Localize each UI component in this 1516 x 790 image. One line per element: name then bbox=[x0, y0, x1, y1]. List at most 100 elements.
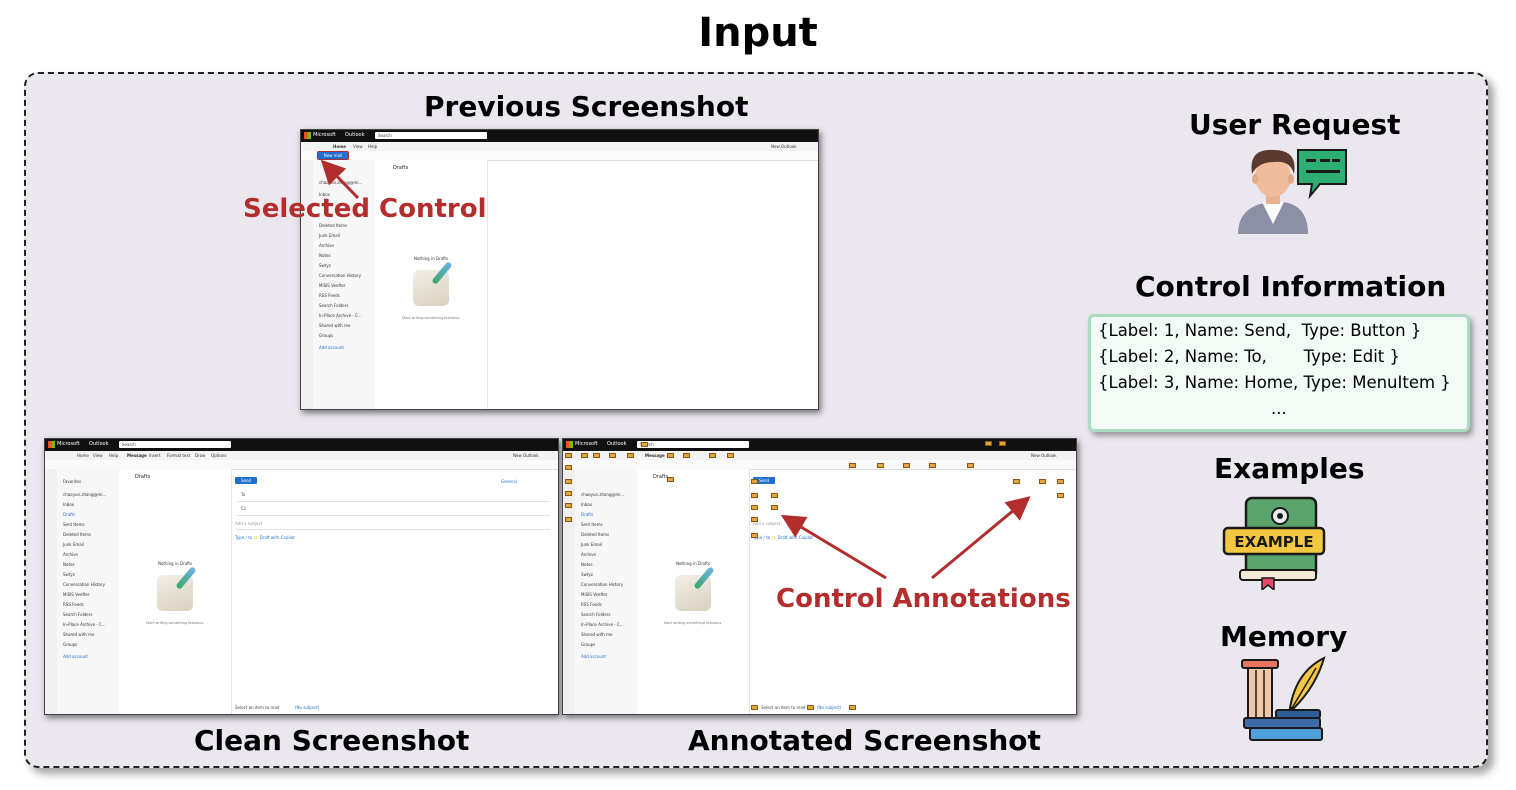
folder-inplace[interactable]: In-Place Archive - C... bbox=[63, 622, 106, 627]
folder-conversation[interactable]: Conversation History bbox=[63, 582, 105, 587]
folder-shared[interactable]: Shared with me bbox=[63, 632, 95, 637]
annotation-marker bbox=[751, 493, 758, 498]
search-box[interactable]: Search bbox=[119, 441, 231, 448]
tab-view[interactable]: View bbox=[93, 453, 103, 458]
annotation-marker bbox=[641, 442, 648, 447]
folder-notes[interactable]: Notes bbox=[63, 562, 75, 567]
ribbon bbox=[45, 460, 558, 470]
to-field[interactable] bbox=[237, 501, 550, 502]
folder-groups[interactable]: Groups bbox=[319, 333, 334, 338]
tab-message[interactable]: Message bbox=[645, 453, 665, 458]
annotation-marker bbox=[849, 705, 856, 710]
send-button[interactable]: Send bbox=[753, 477, 775, 484]
examples-heading: Examples bbox=[1214, 452, 1365, 485]
send-button[interactable]: Send bbox=[235, 477, 257, 484]
folder-misis[interactable]: MiSIS Veefter bbox=[581, 592, 608, 597]
annotation-marker bbox=[565, 465, 572, 470]
folder-junk[interactable]: Junk Email bbox=[581, 542, 602, 547]
folder-archive[interactable]: Archive bbox=[581, 552, 596, 557]
folder-inbox[interactable]: Inbox bbox=[319, 192, 330, 197]
folder-conversation[interactable]: Conversation History bbox=[581, 582, 623, 587]
search-box[interactable]: Search bbox=[637, 441, 749, 448]
tab-insert[interactable]: Insert bbox=[149, 453, 161, 458]
cc-field[interactable] bbox=[237, 515, 550, 516]
folder-search[interactable]: Search Folders bbox=[63, 612, 93, 617]
drafts-header: Drafts bbox=[653, 474, 669, 480]
tab-options[interactable]: Options bbox=[211, 453, 227, 458]
folder-search[interactable]: Search Folders bbox=[581, 612, 611, 617]
brand-label: Microsoft bbox=[313, 132, 336, 138]
folder-shared[interactable]: Shared with me bbox=[319, 323, 351, 328]
drafts-header: Drafts bbox=[135, 474, 151, 480]
subject-field[interactable]: Add a subject bbox=[753, 521, 781, 526]
folder-inplace[interactable]: In-Place Archive - C... bbox=[581, 622, 624, 627]
annotation-marker bbox=[565, 517, 572, 522]
folder-groups[interactable]: Groups bbox=[63, 642, 78, 647]
no-subject-tab[interactable]: (No subject) bbox=[817, 705, 842, 710]
control-info-line-2: {Label: 2, Name: To, Type: Edit } bbox=[1098, 347, 1401, 366]
folder-deleted[interactable]: Deleted Items bbox=[319, 223, 348, 228]
add-account-link[interactable]: Add account bbox=[319, 345, 344, 350]
folder-junk[interactable]: Junk Email bbox=[63, 542, 84, 547]
folder-rss[interactable]: RSS Feeds bbox=[319, 293, 340, 298]
folder-archive[interactable]: Archive bbox=[63, 552, 78, 557]
annotation-marker bbox=[1013, 479, 1020, 484]
annotated-screenshot-heading: Annotated Screenshot bbox=[688, 724, 1041, 757]
add-account-link[interactable]: Add account bbox=[581, 654, 606, 659]
folder-swtyz[interactable]: Swtyz bbox=[319, 263, 331, 268]
folder-notes[interactable]: Notes bbox=[319, 253, 331, 258]
account-label: chaoyun.zhang@mi... bbox=[63, 492, 107, 497]
folder-conversation[interactable]: Conversation History bbox=[319, 273, 361, 278]
folder-deleted[interactable]: Deleted Items bbox=[63, 532, 92, 537]
add-account-link[interactable]: Add account bbox=[63, 654, 88, 659]
copilot-hint[interactable]: Type / to ✨ Draft with Copilot bbox=[235, 535, 295, 540]
folder-inplace[interactable]: In-Place Archive - C... bbox=[319, 313, 362, 318]
subject-line bbox=[235, 529, 550, 530]
folder-shared[interactable]: Shared with me bbox=[581, 632, 613, 637]
search-box[interactable]: Search bbox=[375, 132, 487, 139]
folder-rss[interactable]: RSS Feeds bbox=[63, 602, 84, 607]
tab-help[interactable]: Help bbox=[109, 453, 119, 458]
folder-inbox[interactable]: Inbox bbox=[581, 502, 592, 507]
annotation-marker bbox=[751, 533, 758, 538]
folder-swtyz[interactable]: Swtyz bbox=[581, 572, 593, 577]
new-mail-button[interactable]: New mail bbox=[317, 151, 349, 160]
annotation-marker bbox=[751, 479, 758, 484]
folder-rss[interactable]: RSS Feeds bbox=[581, 602, 602, 607]
folder-search[interactable]: Search Folders bbox=[319, 303, 349, 308]
annotation-marker bbox=[1057, 493, 1064, 498]
new-outlook-label: New Outlook bbox=[513, 453, 539, 458]
folder-junk[interactable]: Junk Email bbox=[319, 233, 340, 238]
memory-column-quill-icon bbox=[1241, 656, 1326, 741]
message-list: Drafts Nothing in Drafts Start writing s… bbox=[119, 469, 232, 714]
folder-deleted[interactable]: Deleted Items bbox=[581, 532, 610, 537]
annotation-marker bbox=[1057, 479, 1064, 484]
tab-message[interactable]: Message bbox=[127, 453, 147, 458]
outlook-titlebar: Microsoft Outlook Search bbox=[45, 439, 558, 451]
tab-view[interactable]: View bbox=[353, 144, 363, 149]
no-subject-tab[interactable]: (No subject) bbox=[295, 705, 320, 710]
folder-drafts[interactable]: Drafts bbox=[63, 512, 76, 517]
subject-field[interactable]: Add a subject bbox=[235, 521, 263, 526]
tab-help[interactable]: Help bbox=[368, 144, 378, 149]
folder-misis[interactable]: MiSIS Veefter bbox=[63, 592, 90, 597]
annotation-marker bbox=[565, 453, 572, 458]
folder-sent[interactable]: Sent Items bbox=[581, 522, 603, 527]
folder-sent[interactable]: Sent Items bbox=[63, 522, 85, 527]
annotation-marker bbox=[999, 441, 1006, 446]
example-badge-text: EXAMPLE bbox=[1234, 533, 1313, 551]
folder-inbox[interactable]: Inbox bbox=[63, 502, 74, 507]
folder-groups[interactable]: Groups bbox=[581, 642, 596, 647]
annotation-marker bbox=[751, 517, 758, 522]
tab-format[interactable]: Format text bbox=[167, 453, 191, 458]
control-annotations-label: Control Annotations bbox=[776, 584, 1071, 614]
folder-archive[interactable]: Archive bbox=[319, 243, 334, 248]
folder-misis[interactable]: MiSIS Veefter bbox=[319, 283, 346, 288]
ribbon bbox=[563, 460, 1076, 470]
folder-drafts[interactable]: Drafts bbox=[581, 512, 594, 517]
tab-home[interactable]: Home bbox=[333, 144, 346, 149]
folder-notes[interactable]: Notes bbox=[581, 562, 593, 567]
folder-swtyz[interactable]: Swtyz bbox=[63, 572, 75, 577]
tab-draw[interactable]: Draw bbox=[195, 453, 206, 458]
tab-home[interactable]: Home bbox=[77, 453, 89, 458]
